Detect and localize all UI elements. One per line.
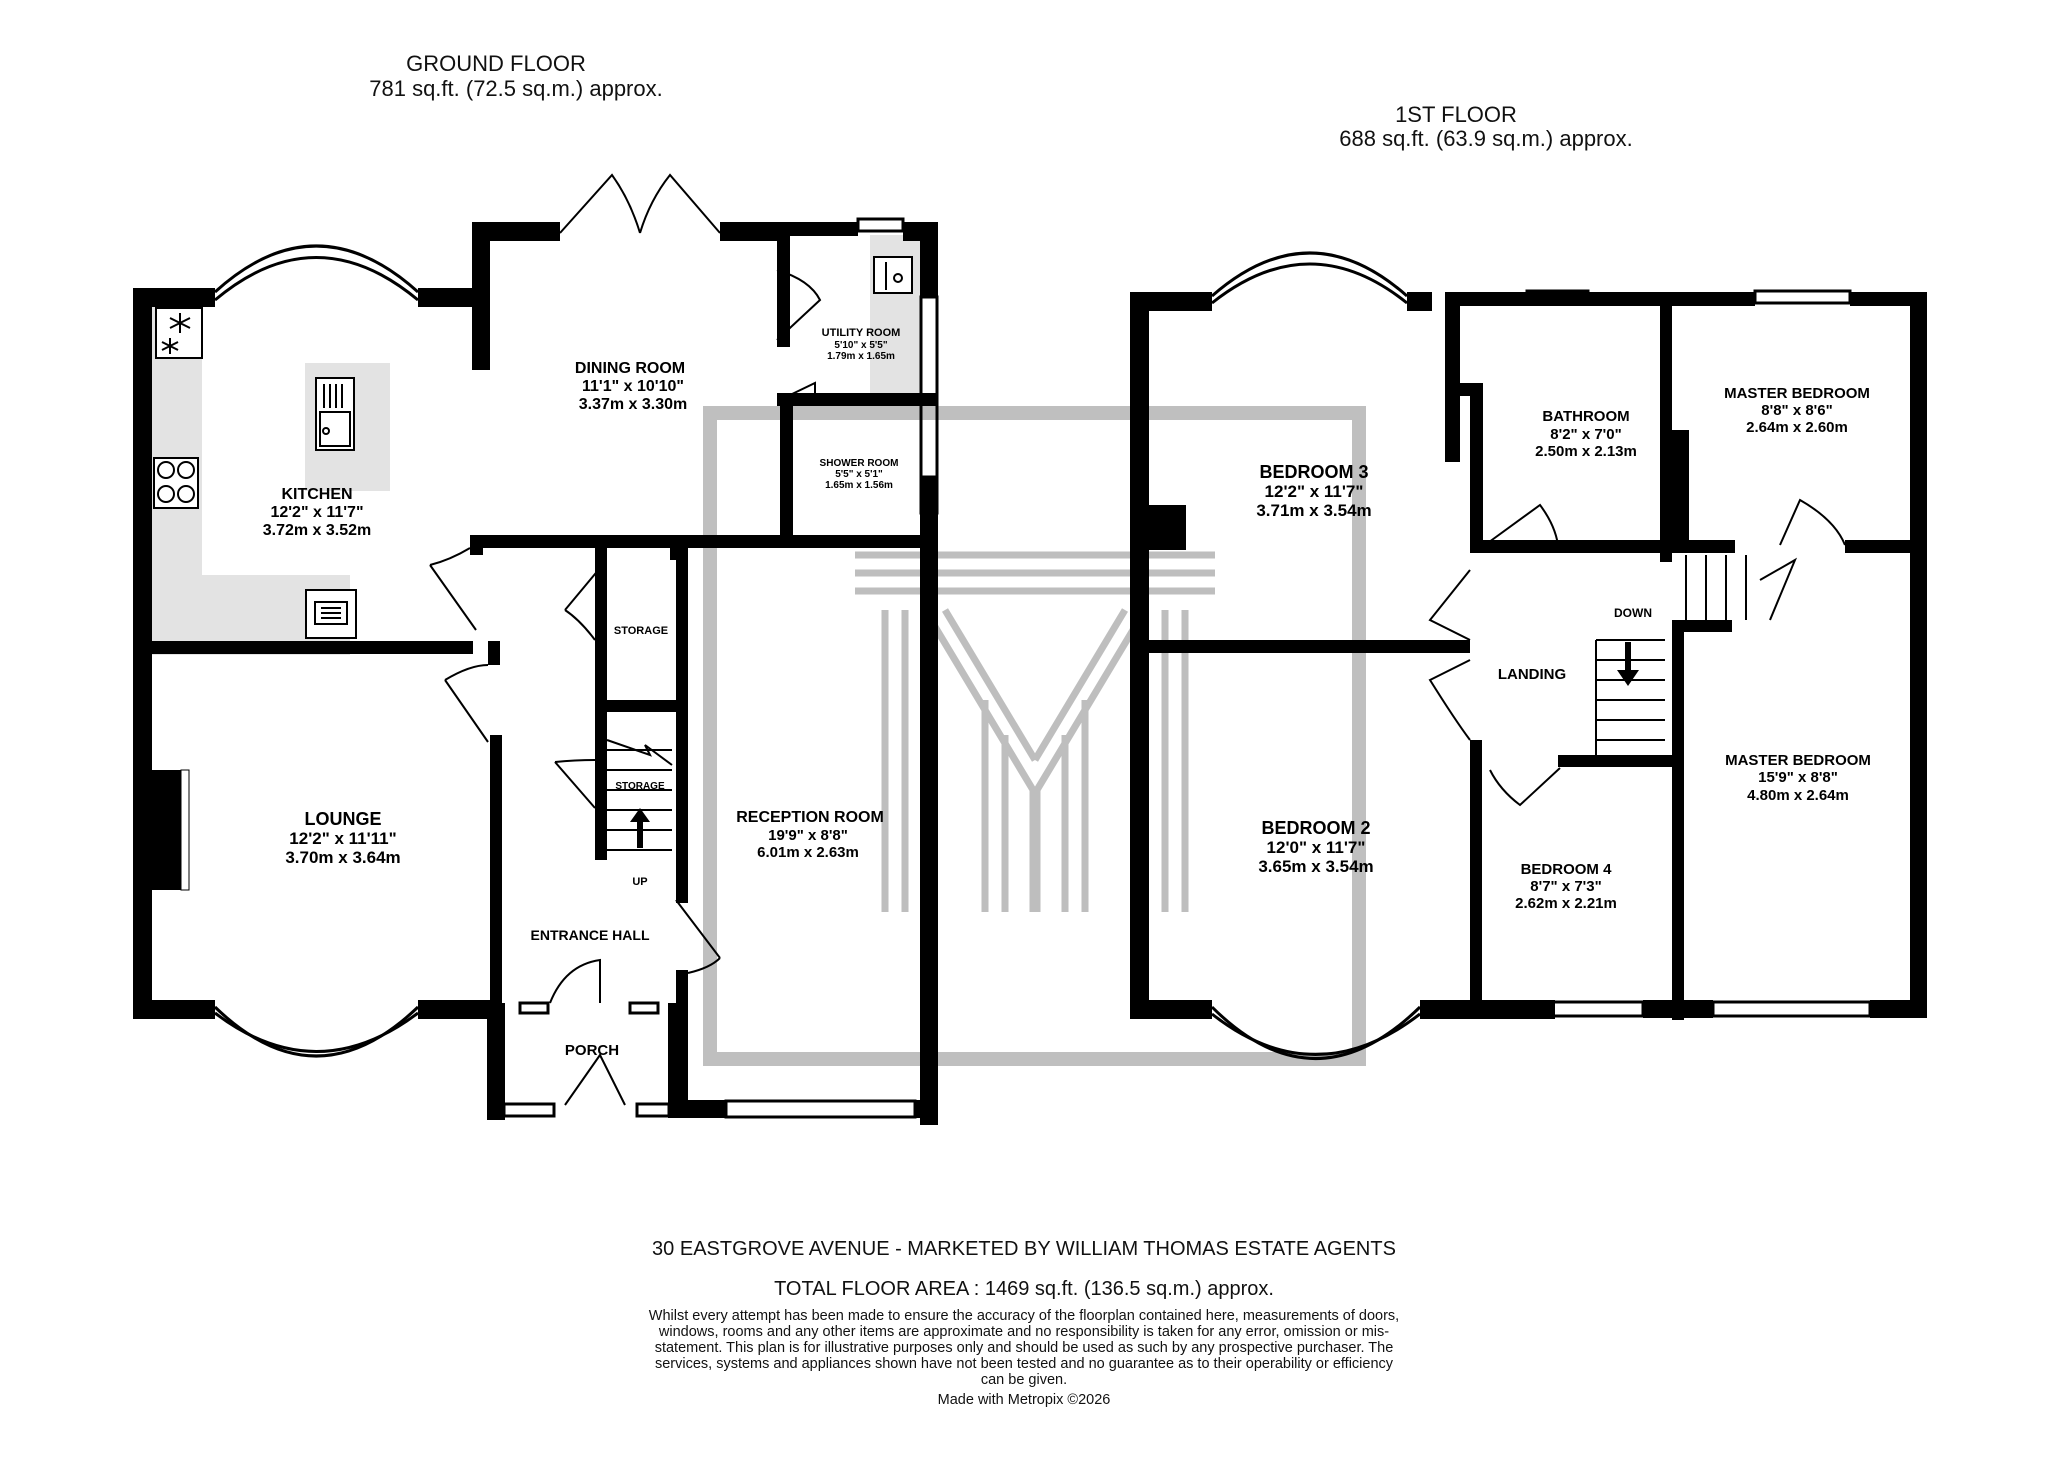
stairs-arrow-icon	[630, 808, 650, 848]
room-dims-utility-metric: 1.79m x 1.65m	[827, 351, 895, 362]
room-dims-bathroom-metric: 2.50m x 2.13m	[1535, 443, 1637, 460]
room-dims-bedroom-3-imperial: 12'2" x 11'7"	[1265, 482, 1364, 501]
oven-icon	[305, 589, 357, 639]
ground-floor-title: GROUND FLOOR	[406, 51, 586, 76]
room-dims-kitchen-imperial: 12'2" x 11'7"	[270, 504, 363, 521]
sink-icon	[315, 377, 355, 451]
room-label-landing: LANDING	[1498, 666, 1566, 683]
first-floor-doors	[1428, 498, 1846, 807]
utility-sink-icon	[873, 256, 913, 294]
room-dims-dining-metric: 3.37m x 3.30m	[579, 396, 688, 413]
room-dims-bathroom-imperial: 8'2" x 7'0"	[1550, 426, 1621, 443]
room-label-entrance-hall: ENTRANCE HALL	[531, 927, 650, 943]
room-dims-shower-imperial: 5'5" x 5'1"	[835, 469, 883, 480]
room-label-shower: SHOWER ROOM	[820, 458, 899, 469]
room-dims-reception-metric: 6.01m x 2.63m	[757, 844, 859, 861]
room-label-master-bedroom-small: MASTER BEDROOM	[1724, 385, 1870, 402]
room-label-lounge: LOUNGE	[304, 809, 381, 829]
room-label-bathroom: BATHROOM	[1542, 408, 1629, 425]
room-label-bedroom-4: BEDROOM 4	[1521, 861, 1613, 878]
room-label-bedroom-3: BEDROOM 3	[1259, 462, 1368, 482]
ground-floor-doors	[429, 173, 822, 1106]
first-floor-area: 688 sq.ft. (63.9 sq.m.) approx.	[1339, 126, 1632, 151]
down-arrow-icon	[1617, 642, 1639, 686]
disclaimer: Whilst every attempt has been made to en…	[648, 1308, 1400, 1388]
stairs-down-label: DOWN	[1614, 606, 1652, 620]
first-floor-title: 1ST FLOOR	[1395, 102, 1517, 127]
room-dims-bedroom-4-imperial: 8'7" x 7'3"	[1530, 878, 1601, 895]
total-floor-area: TOTAL FLOOR AREA : 1469 sq.ft. (136.5 sq…	[774, 1278, 1274, 1300]
room-label-master-bedroom-large: MASTER BEDROOM	[1725, 752, 1871, 769]
agent-line: 30 EASTGROVE AVENUE - MARKETED BY WILLIA…	[652, 1238, 1396, 1260]
first-floor-stairs	[1595, 555, 1747, 757]
chimney-breast-icon	[149, 769, 190, 891]
room-dims-shower-metric: 1.65m x 1.56m	[825, 480, 893, 491]
ground-floor-area: 781 sq.ft. (72.5 sq.m.) approx.	[369, 76, 662, 101]
room-dims-lounge-metric: 3.70m x 3.64m	[285, 848, 400, 867]
kitchen-floor	[150, 235, 922, 655]
room-label-kitchen: KITCHEN	[281, 486, 352, 503]
room-dims-master-bedroom-small-metric: 2.64m x 2.60m	[1746, 419, 1848, 436]
hob-icon	[153, 457, 199, 509]
room-dims-kitchen-metric: 3.72m x 3.52m	[263, 522, 372, 539]
room-label-storage-lower: STORAGE	[615, 781, 665, 792]
first-floor-walls	[1130, 292, 1927, 1020]
watermark-logo-icon	[703, 406, 1366, 1066]
room-dims-dining-imperial: 11'1" x 10'10"	[582, 378, 684, 395]
stairs-up-label: UP	[632, 876, 647, 888]
room-dims-master-bedroom-large-metric: 4.80m x 2.64m	[1747, 787, 1849, 804]
room-label-dining: DINING ROOM	[575, 360, 685, 377]
first-floor-windows	[1210, 251, 1872, 1060]
room-dims-master-bedroom-small-imperial: 8'8" x 8'6"	[1761, 402, 1832, 419]
ground-floor-windows	[213, 217, 939, 1119]
room-label-porch: PORCH	[565, 1042, 619, 1059]
room-dims-reception-imperial: 19'9" x 8'8"	[768, 827, 848, 844]
room-dims-bedroom-2-imperial: 12'0" x 11'7"	[1267, 838, 1366, 857]
room-label-utility: UTILITY ROOM	[822, 327, 901, 339]
room-dims-bedroom-2-metric: 3.65m x 3.54m	[1258, 857, 1373, 876]
room-label-storage-upper: STORAGE	[614, 625, 668, 637]
room-dims-lounge-imperial: 12'2" x 11'11"	[289, 829, 396, 848]
room-label-reception: RECEPTION ROOM	[736, 809, 884, 826]
room-dims-utility-imperial: 5'10" x 5'5"	[834, 340, 887, 351]
fridge-freezer-icon	[155, 307, 203, 359]
room-label-bedroom-2: BEDROOM 2	[1261, 818, 1370, 838]
room-dims-bedroom-3-metric: 3.71m x 3.54m	[1256, 501, 1371, 520]
made-with-credit: Made with Metropix ©2026	[937, 1392, 1111, 1408]
ground-floor-walls	[133, 222, 938, 1125]
room-dims-master-bedroom-large-imperial: 15'9" x 8'8"	[1758, 769, 1838, 786]
room-dims-bedroom-4-metric: 2.62m x 2.21m	[1515, 895, 1617, 912]
